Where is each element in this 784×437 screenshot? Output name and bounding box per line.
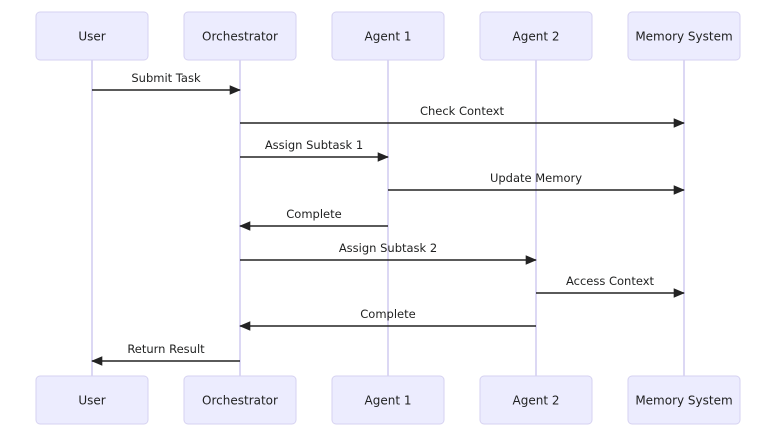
participant-label: Memory System [635,30,732,44]
participant-memory-bottom[interactable]: Memory System [627,375,741,425]
participant-box[interactable] [479,375,593,425]
participant-agent1-bottom[interactable]: Agent 1 [331,375,445,425]
message-label: Assign Subtask 2 [339,241,437,255]
message-label: Return Result [127,342,205,356]
participant-memory-top[interactable]: Memory System [627,11,741,61]
participant-label: Agent 2 [513,30,560,44]
participant-label: Orchestrator [202,394,278,408]
participant-box[interactable] [479,11,593,61]
message-5[interactable]: Complete [239,207,388,231]
message-label: Check Context [420,104,505,118]
participant-box[interactable] [627,375,741,425]
participant-user-top[interactable]: User [35,11,149,61]
message-label: Assign Subtask 1 [265,138,363,152]
participant-box[interactable] [627,11,741,61]
participant-agent2-top[interactable]: Agent 2 [479,11,593,61]
participant-orchestrator-bottom[interactable]: Orchestrator [183,375,297,425]
message-3[interactable]: Assign Subtask 1 [240,138,389,162]
message-1[interactable]: Submit Task [92,71,241,95]
message-label: Access Context [566,274,655,288]
message-8[interactable]: Complete [239,307,536,331]
participant-box[interactable] [35,11,149,61]
participant-label: Memory System [635,394,732,408]
message-label: Update Memory [490,171,582,185]
participant-box[interactable] [331,11,445,61]
participant-orchestrator-top[interactable]: Orchestrator [183,11,297,61]
participant-label: User [78,394,105,408]
participant-label: Agent 2 [513,394,560,408]
participant-label: User [78,30,105,44]
message-label: Complete [360,307,415,321]
message-9[interactable]: Return Result [91,342,240,366]
participant-agent2-bottom[interactable]: Agent 2 [479,375,593,425]
message-label: Complete [286,207,341,221]
message-2[interactable]: Check Context [240,104,685,128]
message-7[interactable]: Access Context [536,274,685,298]
participant-user-bottom[interactable]: User [35,375,149,425]
participant-label: Orchestrator [202,30,278,44]
message-label: Submit Task [131,71,201,85]
participant-label: Agent 1 [365,30,412,44]
participant-box[interactable] [183,375,297,425]
participant-label: Agent 1 [365,394,412,408]
participant-box[interactable] [331,375,445,425]
message-4[interactable]: Update Memory [388,171,685,195]
participant-box[interactable] [35,375,149,425]
lifelines-layer [91,60,685,376]
participant-agent1-top[interactable]: Agent 1 [331,11,445,61]
participant-box[interactable] [183,11,297,61]
message-6[interactable]: Assign Subtask 2 [240,241,537,265]
